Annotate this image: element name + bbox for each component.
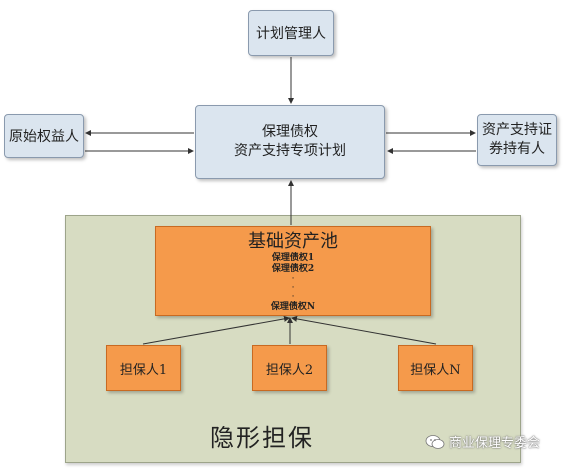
special-plan-line2: 资产支持专项计划 [234, 143, 346, 159]
watermark: 商业保理专委会 [425, 432, 540, 451]
guarantor-n-label: 担保人N [410, 362, 461, 378]
guarantor-1-box: 担保人1 [106, 345, 181, 391]
guarantor-2-box: 担保人2 [252, 345, 327, 391]
plan-manager-label: 计划管理人 [256, 26, 326, 42]
holders-line2: 券持有人 [489, 141, 545, 157]
pool-item-n: 保理债权N [270, 302, 316, 312]
asset-pool-title: 基础资产池 [248, 231, 338, 252]
holders-box: 资产支持证 券持有人 [477, 114, 557, 166]
special-plan-box: 保理债权 资产支持专项计划 [195, 105, 385, 179]
watermark-text: 商业保理专委会 [449, 436, 541, 451]
asset-pool-box: 基础资产池 保理债权1 保理债权2 · · · 保理债权N [155, 226, 431, 316]
guarantor-n-box: 担保人N [398, 345, 473, 391]
arrow-guarantorN-to-pool [291, 315, 437, 345]
arrow-guarantor1-to-pool [142, 315, 290, 345]
pool-ellipsis-dot: · [291, 274, 295, 284]
plan-manager-box: 计划管理人 [248, 10, 334, 56]
pool-item-1: 保理债权1 [271, 253, 315, 263]
pool-ellipsis-dot: · [291, 283, 295, 293]
originator-box: 原始权益人 [4, 114, 84, 158]
pool-ellipsis-dot: · [291, 292, 295, 302]
pool-item-2: 保理债权2 [271, 264, 315, 274]
special-plan-line1: 保理债权 [262, 124, 318, 140]
holders-line1: 资产支持证 [482, 122, 552, 138]
originator-label: 原始权益人 [9, 129, 79, 145]
wechat-icon [425, 434, 445, 449]
implicit-guarantee-label: 隐形担保 [210, 424, 314, 452]
guarantor-1-label: 担保人1 [119, 362, 168, 378]
guarantor-2-label: 担保人2 [265, 362, 314, 378]
